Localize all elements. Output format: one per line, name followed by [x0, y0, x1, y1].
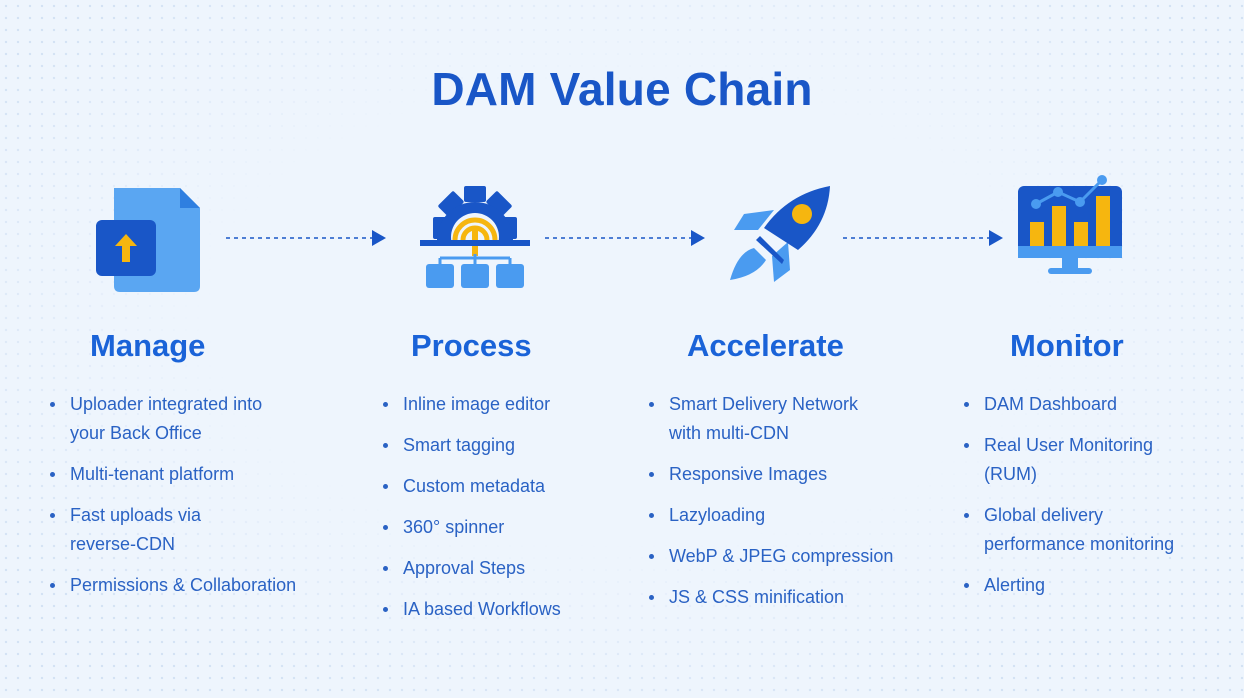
bullet-list: DAM Dashboard Real User Monitoring (RUM)…: [964, 390, 1174, 612]
list-item: Inline image editor: [383, 390, 561, 419]
list-item: Global delivery performance monitoring: [964, 501, 1174, 559]
list-item: Smart Delivery Network with multi-CDN: [649, 390, 893, 448]
list-item: Lazyloading: [649, 501, 893, 530]
stage-title: Monitor: [1010, 328, 1124, 363]
arrow-right-icon: [226, 230, 386, 246]
stage-title: Accelerate: [687, 328, 844, 363]
list-item: Uploader integrated into your Back Offic…: [50, 390, 296, 448]
page-title: DAM Value Chain: [431, 63, 813, 115]
list-item: WebP & JPEG compression: [649, 542, 893, 571]
upload-file-icon: [96, 188, 200, 292]
list-item: Permissions & Collaboration: [50, 571, 296, 600]
rocket-icon: [730, 186, 830, 282]
arrow-right-icon: [545, 230, 705, 246]
bullet-list: Uploader integrated into your Back Offic…: [50, 390, 296, 612]
list-item: JS & CSS minification: [649, 583, 893, 612]
stage-title: Manage: [90, 328, 206, 363]
gear-workflow-icon: [420, 186, 530, 288]
list-item: Custom metadata: [383, 472, 561, 501]
list-item: Fast uploads via reverse-CDN: [50, 501, 296, 559]
stage-title: Process: [411, 328, 532, 363]
list-item: Alerting: [964, 571, 1174, 600]
list-item: Approval Steps: [383, 554, 561, 583]
list-item: Smart tagging: [383, 431, 561, 460]
list-item: 360° spinner: [383, 513, 561, 542]
monitor-chart-icon: [1018, 175, 1122, 274]
list-item: DAM Dashboard: [964, 390, 1174, 419]
arrow-right-icon: [843, 230, 1003, 246]
list-item: Multi-tenant platform: [50, 460, 296, 489]
bullet-list: Smart Delivery Network with multi-CDN Re…: [649, 390, 893, 624]
list-item: IA based Workflows: [383, 595, 561, 624]
bullet-list: Inline image editor Smart tagging Custom…: [383, 390, 561, 636]
list-item: Real User Monitoring (RUM): [964, 431, 1174, 489]
list-item: Responsive Images: [649, 460, 893, 489]
